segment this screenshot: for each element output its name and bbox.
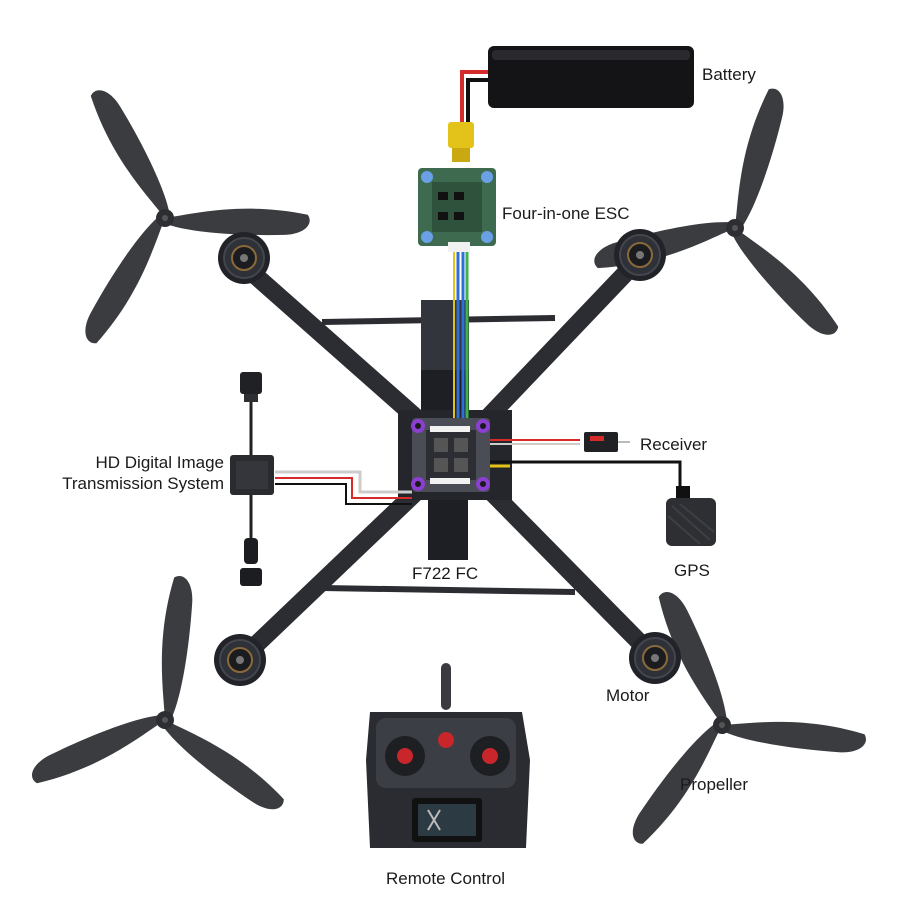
hd-vtx-label: HD Digital Image Transmission System bbox=[38, 452, 224, 495]
remote-control-label: Remote Control bbox=[386, 869, 506, 888]
hd-vtx-label-line1: HD Digital Image bbox=[95, 453, 225, 472]
motor-label: Motor bbox=[606, 686, 650, 705]
gps-module-icon bbox=[666, 486, 716, 546]
battery-label: Battery bbox=[702, 65, 756, 84]
receiver-wires bbox=[490, 439, 580, 445]
motor-top-left bbox=[217, 231, 271, 285]
hd-vtx-label-line2: Transmission System bbox=[62, 474, 224, 494]
fc-board-icon bbox=[411, 418, 490, 492]
transmitter-icon bbox=[366, 663, 530, 848]
propeller-label: Propeller bbox=[680, 775, 749, 794]
propeller-bottom-left bbox=[16, 548, 336, 849]
battery-icon bbox=[448, 46, 694, 162]
motor-bottom-left bbox=[213, 633, 267, 687]
hd-vtx-icon bbox=[230, 372, 274, 586]
esc-board-icon bbox=[418, 168, 496, 252]
receiver-label: Receiver bbox=[640, 435, 708, 454]
vtx-wires bbox=[275, 470, 412, 505]
gps-label: GPS bbox=[674, 561, 710, 580]
receiver-icon bbox=[584, 432, 630, 452]
esc-fc-wires bbox=[453, 252, 469, 422]
gps-wires bbox=[490, 460, 682, 488]
fc-label: F722 FC bbox=[412, 564, 479, 583]
esc-label: Four-in-one ESC bbox=[502, 204, 630, 223]
motor-bottom-right bbox=[628, 631, 682, 685]
motor-top-right bbox=[613, 228, 667, 282]
